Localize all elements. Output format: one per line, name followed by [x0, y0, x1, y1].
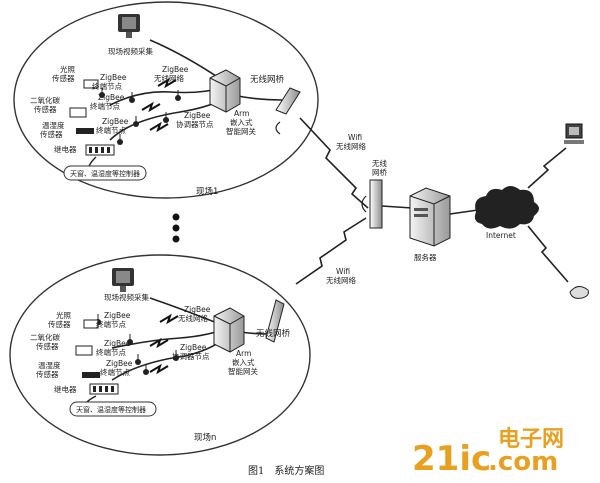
- center-bridge-label: 无线网桥: [372, 158, 387, 177]
- relay-pins: [89, 147, 110, 153]
- siten-boundary: [9, 254, 311, 456]
- light-sensor-icon: [83, 319, 99, 329]
- siten-co2-label: 二氧化碳传感器: [30, 332, 60, 351]
- cloud-icon: [474, 186, 539, 229]
- site1-boundary: [13, 1, 319, 199]
- co2-sensor-icon: [69, 107, 87, 118]
- server-label: 服务器: [414, 252, 437, 262]
- pc-icon: [564, 123, 584, 144]
- co2-sensor-icon: [75, 345, 93, 356]
- siten-name-label: 现场n: [194, 433, 216, 443]
- wifi-link-top: [299, 117, 369, 209]
- site1-humid-label: 温湿度传感器: [40, 120, 65, 139]
- relay-pins: [93, 386, 114, 392]
- lightning-icon: [149, 363, 169, 375]
- site1-link: [237, 95, 283, 101]
- site1-controller-label: 天窗、温湿度等控制器: [70, 169, 140, 178]
- siten-humid-label: 温湿度传感器: [36, 360, 61, 379]
- lightning-icon: [149, 337, 169, 349]
- siten-light-label: 光照传感器: [48, 310, 71, 329]
- lightning-icon: [149, 121, 169, 133]
- center-bridge-icon: [361, 179, 383, 229]
- server-internet-link: [449, 209, 479, 215]
- router-icon: [209, 69, 241, 113]
- zigbee-node-icon: [99, 88, 181, 145]
- humidity-sensor-icon: [82, 372, 100, 378]
- bridge-server-link: [381, 205, 413, 209]
- site1-bridge-label: 无线网桥: [250, 74, 285, 85]
- internet-label: Internet: [486, 231, 516, 240]
- wifi-link-bottom: [295, 217, 367, 285]
- server-tower-icon: [409, 187, 451, 247]
- light-sensor-icon: [83, 79, 99, 89]
- siten-controller-label: 天窗、温湿度等控制器: [76, 405, 146, 414]
- relay-icon: [85, 144, 115, 156]
- video-camera-icon: [112, 268, 134, 292]
- siten-link: [111, 329, 223, 349]
- relay-icon: [89, 383, 119, 395]
- bridge-panel-icon: [275, 87, 301, 135]
- siten-link: [111, 339, 223, 381]
- controller-box: [69, 401, 157, 417]
- mouse-icon: [569, 286, 589, 299]
- router-icon: [213, 307, 245, 353]
- site1-link: [149, 39, 223, 81]
- controller-box: [63, 165, 147, 181]
- figure-caption: 图1 系统方案图: [248, 464, 324, 477]
- bridge-panel-icon: [265, 299, 285, 343]
- site1-link: [109, 87, 223, 106]
- svg-text:电子网: 电子网: [498, 427, 564, 452]
- siten-video-label: 现场视频采集: [104, 292, 149, 302]
- siten-relay-label: 继电器: [54, 384, 77, 394]
- svg-text:21ic: 21ic: [412, 439, 491, 479]
- site1-light-label: 光照传感器: [52, 64, 75, 83]
- lightning-to-pc: [527, 147, 567, 189]
- ellipsis-dots: [172, 213, 180, 243]
- watermark-logo: 21ic .com 电子网: [412, 427, 564, 479]
- humidity-sensor-icon: [76, 128, 94, 134]
- lightning-to-mouse: [527, 225, 569, 283]
- site1-relay-label: 继电器: [54, 144, 77, 154]
- siten-bridge-label: 无线网桥: [256, 328, 291, 339]
- site1-co2-label: 二氧化碳传感器: [30, 95, 60, 114]
- site1-video-label: 现场视频采集: [108, 46, 153, 56]
- lightning-icon: [141, 101, 161, 113]
- site1-name-label: 现场1: [196, 187, 218, 197]
- video-camera-icon: [118, 14, 140, 38]
- svg-text:.com: .com: [488, 447, 558, 477]
- lightning-icon: [159, 313, 179, 325]
- lightning-icon: [157, 77, 177, 89]
